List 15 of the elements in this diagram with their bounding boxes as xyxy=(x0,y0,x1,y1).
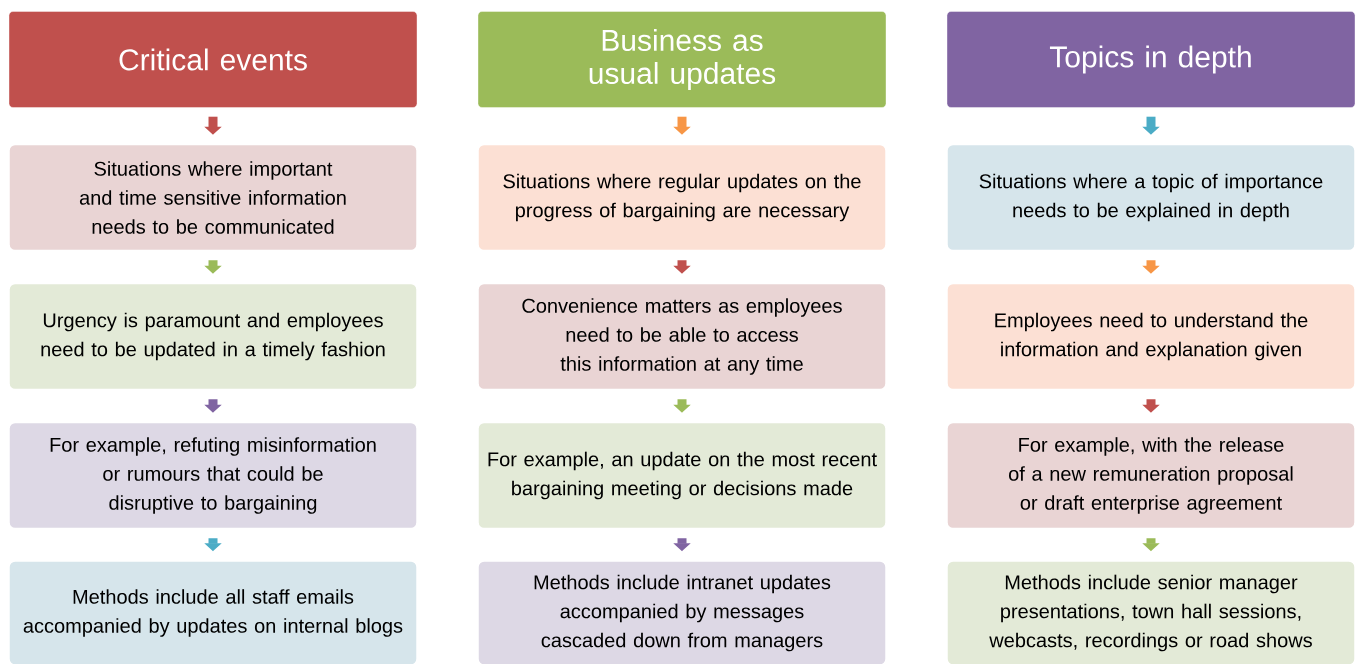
text-box: Urgency is paramount and employees need to be updated in a timely fashion xyxy=(8,282,418,391)
header-box: Topics in depth xyxy=(946,11,1356,108)
text-box: Situations where a topic of importance needs to be explained in depth xyxy=(946,143,1356,252)
text-box: Employees need to understand the information and explanation given xyxy=(946,282,1356,391)
text-box: Methods include all staff emails accompanied by updates on internal blogs xyxy=(8,560,418,664)
text-box: Situations where important and time sensitive information needs to be communicated xyxy=(8,143,418,252)
header-box: Critical events xyxy=(8,11,418,108)
text-box: For example, with the release of a new remuneration proposal or draft enterprise agreement xyxy=(946,421,1356,530)
text-box: For example, an update on the most recent bargaining meeting or decisions made xyxy=(477,421,887,530)
text-box: Convenience matters as employees need to be able to access this information at any time xyxy=(477,282,887,391)
header-box: Business as usual updates xyxy=(477,11,887,108)
text-box: For example, refuting misinformation or rumours that could be disruptive to bargaining xyxy=(8,421,418,530)
text-box: Methods include senior manager presentations, town hall sessions, webcasts, recordings or road shows xyxy=(946,560,1356,664)
text-box: Methods include intranet updates accompanied by messages cascaded down from managers xyxy=(477,560,887,664)
text-box: Situations where regular updates on the progress of bargaining are necessary xyxy=(477,143,887,252)
